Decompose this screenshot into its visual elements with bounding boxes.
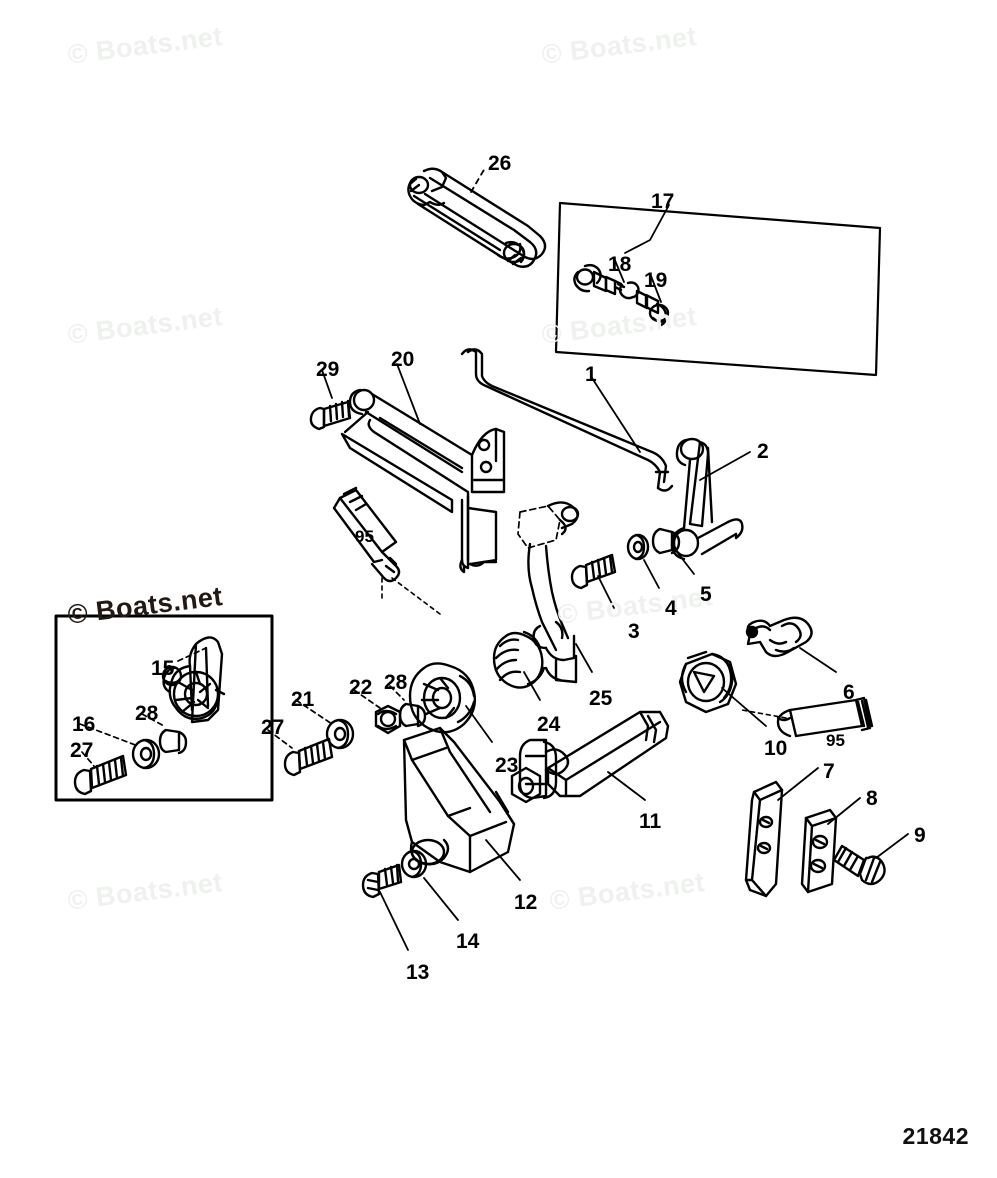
leader-28 <box>389 685 405 701</box>
callout-15: 15 <box>151 657 175 680</box>
part-22-lock-nut <box>374 704 402 735</box>
callout-25: 25 <box>589 687 613 710</box>
part-24-spring <box>492 630 546 689</box>
callout-19: 19 <box>644 269 668 292</box>
callout-28: 28 <box>384 671 408 694</box>
callout-5: 5 <box>700 583 712 606</box>
grease-tube-label: 95 <box>355 527 374 546</box>
callout-22: 22 <box>349 676 373 699</box>
callout-7: 7 <box>823 760 835 783</box>
leader-6 <box>799 647 837 673</box>
part-18-19-link-rod <box>573 263 670 328</box>
callout-9: 9 <box>914 824 926 847</box>
leader-15 <box>177 647 207 662</box>
leader-24 <box>523 671 541 701</box>
leader-19 <box>650 275 662 303</box>
leader-21 <box>295 699 333 725</box>
callout-2: 2 <box>757 440 769 463</box>
callout-18: 18 <box>608 253 632 276</box>
leader-28-inset <box>141 713 165 727</box>
diagram-number: 21842 <box>902 1123 969 1149</box>
grease-tube-label: 95 <box>826 731 845 750</box>
callout-24: 24 <box>537 713 561 736</box>
callout-13: 13 <box>406 961 430 984</box>
callout-1: 1 <box>585 363 597 386</box>
leader-25 <box>575 643 593 673</box>
leader-20 <box>396 363 421 425</box>
part-1-throttle-link-rod <box>460 348 674 492</box>
grease-tube-center <box>332 486 401 583</box>
part-28-spacer <box>398 702 427 728</box>
callout-4: 4 <box>665 597 677 620</box>
part-16-washer-inset <box>131 738 161 770</box>
callout-11: 11 <box>639 810 662 833</box>
part-11-throttle-grip-shaft <box>510 710 670 804</box>
callout-23: 23 <box>495 754 519 777</box>
callout-8: 8 <box>866 787 878 810</box>
part-10-throttle-cam <box>678 650 738 714</box>
leader-13 <box>379 891 409 951</box>
leader-17 <box>624 204 670 254</box>
part-21-washer <box>325 718 355 750</box>
leader-23 <box>465 705 493 743</box>
leader-9 <box>875 833 909 859</box>
part-27-bolt-inset <box>73 754 128 796</box>
callout-3: 3 <box>628 620 640 643</box>
part-14-washer <box>400 849 428 879</box>
grease-tube-right <box>776 696 874 738</box>
leader-grease-right <box>741 709 787 719</box>
leader-10 <box>721 687 767 727</box>
part-8-retainer-plate <box>800 808 838 894</box>
part-7-anchor-plate <box>744 780 784 898</box>
part-23-detent-plate <box>408 662 477 734</box>
leader-1 <box>591 377 641 453</box>
leader-11 <box>607 771 646 801</box>
leader-22 <box>353 689 381 709</box>
part-6-cam-follower <box>745 616 813 658</box>
leader-12 <box>485 839 521 881</box>
inset-box-alternate-cam-bracket <box>54 614 274 802</box>
leader-4 <box>643 559 660 589</box>
callout-28-inset: 28 <box>135 702 159 725</box>
callout-27: 27 <box>261 716 285 739</box>
part-28-spacer-inset <box>158 728 188 755</box>
callout-27-inset: 27 <box>70 739 94 762</box>
leader-2 <box>699 451 751 481</box>
leader-26 <box>470 167 486 193</box>
part-3-bolt <box>570 553 617 590</box>
part-9-screw <box>832 844 886 886</box>
callout-6: 6 <box>843 681 855 704</box>
leader-16 <box>79 723 139 747</box>
part-2-throttle-lever-arm <box>670 437 744 561</box>
leader-grease-center <box>381 577 441 615</box>
part-26-tie-bar-link <box>407 167 547 268</box>
leader-14 <box>423 877 459 921</box>
leader-7 <box>777 767 819 801</box>
part-25-swivel-bracket <box>517 501 580 684</box>
part-17-kit-box <box>554 201 882 377</box>
part-13-screw <box>361 863 403 899</box>
callout-12: 12 <box>514 891 538 914</box>
callout-21: 21 <box>291 688 315 711</box>
callout-26: 26 <box>488 152 512 175</box>
part-29-screw <box>309 399 352 431</box>
callout-14: 14 <box>456 930 480 953</box>
part-20-steering-bracket <box>340 388 506 574</box>
callout-20: 20 <box>391 348 415 371</box>
leader-3 <box>597 575 615 609</box>
leader-5 <box>673 547 695 575</box>
callout-17: 17 <box>651 190 675 213</box>
leader-18 <box>613 257 625 283</box>
callout-29: 29 <box>316 358 340 381</box>
part-4-washer <box>626 533 650 561</box>
leader-27-inset <box>81 751 95 767</box>
callout-16: 16 <box>72 713 96 736</box>
part-27-bolt-center <box>283 737 334 777</box>
part-12-tiller-handle-arm <box>402 726 516 874</box>
part-15-cam-bracket <box>161 636 226 724</box>
leader-8 <box>827 797 861 825</box>
leader-29 <box>321 369 333 399</box>
callout-10: 10 <box>764 737 788 760</box>
